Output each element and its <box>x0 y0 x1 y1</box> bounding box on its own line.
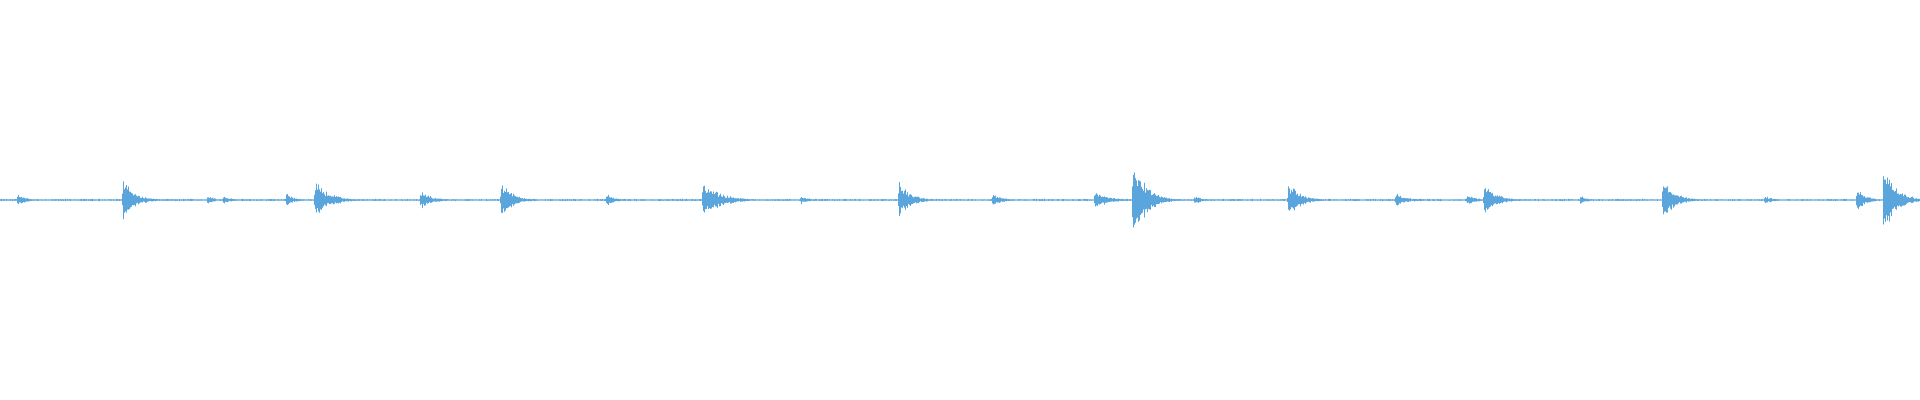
waveform-samples <box>0 172 1920 228</box>
waveform-path <box>0 172 1920 228</box>
